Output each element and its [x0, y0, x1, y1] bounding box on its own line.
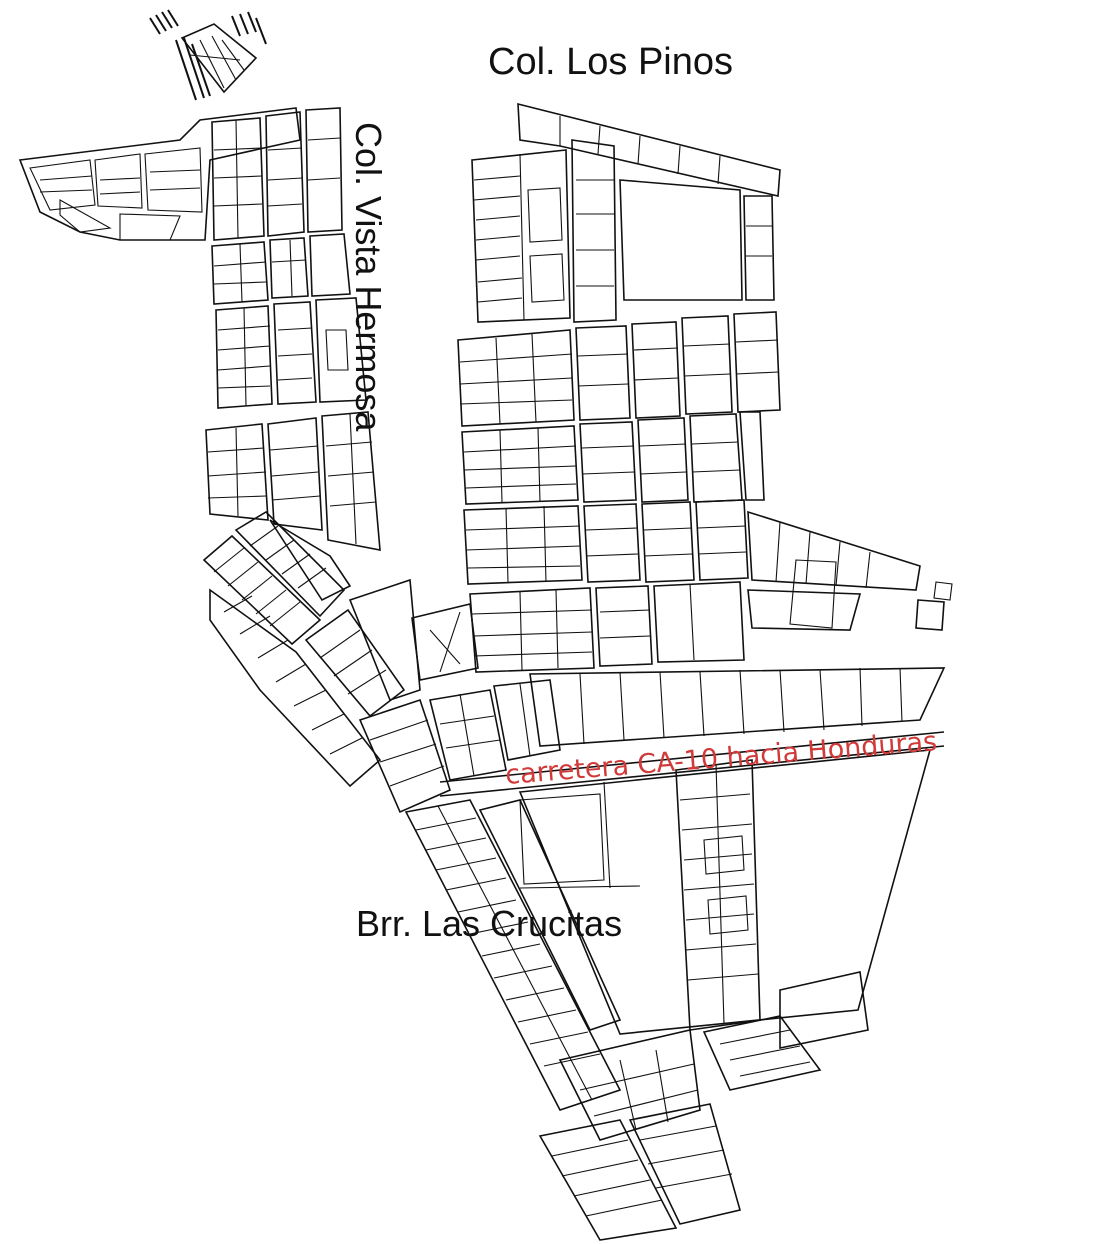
southwest-diagonal-blocks: [202, 510, 561, 814]
highway-ca10: [439, 731, 945, 797]
label-carretera-ca10: carretera CA-10 hacia Honduras: [504, 726, 938, 791]
label-las-crucitas: Brr. Las Crucitas: [356, 903, 622, 944]
label-los-pinos: Col. Los Pinos: [488, 41, 733, 83]
east-sector-blocks: [457, 102, 953, 747]
label-vista-hermosa: Col. Vista Hermosa: [348, 122, 389, 432]
hatch-marks: [149, 9, 267, 101]
west-sector-blocks: [18, 107, 381, 551]
south-sector-blocks: [404, 749, 932, 1241]
